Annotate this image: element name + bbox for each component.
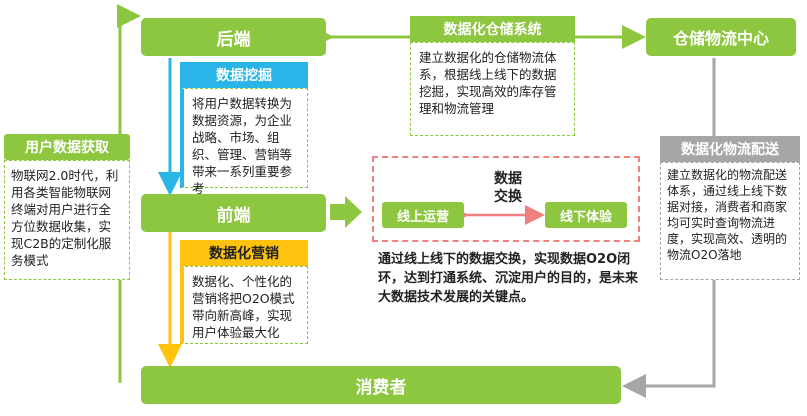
storage-system-text: 建立数据化的仓储物流体系，根据线上线下的数据挖掘，实现高效的库存管理和物流管理	[419, 50, 557, 116]
data-mining-title: 数据挖掘	[216, 68, 272, 84]
backend-label: 后端	[216, 29, 251, 50]
logistics-title: 数据化物流配送	[681, 142, 779, 158]
data-mining-box: 将用户数据转换为数据资源，为企业战略、市场、组织、管理、营销等带来一系列重要参考	[180, 88, 308, 196]
user-data-box: 物联网2.0时代，利用各类智能物联网终端对用户进行全方位数据收集，实现C2B的定…	[4, 160, 130, 280]
marketing-text: 数据化、个性化的营销将把O2O模式带向新高峰，实现用户体验最大化	[192, 274, 295, 340]
storage-system-box: 建立数据化的仓储物流体系，根据线上线下的数据挖掘，实现高效的库存管理和物流管理	[410, 42, 575, 136]
frontend-o2o-arrow	[330, 196, 362, 228]
logistics-header: 数据化物流配送	[660, 136, 800, 162]
frontend-bar: 前端	[141, 194, 326, 232]
o2o-summary: 通过线上线下的数据交换，实现数据O2O闭环，达到打通系统、沉淀用户的目的，是未来…	[378, 252, 639, 305]
user-data-title: 用户数据获取	[25, 140, 109, 156]
online-ops-label: 线上运营	[396, 209, 449, 225]
marketing-title: 数据化营销	[209, 246, 279, 262]
online-ops-bar: 线上运营	[382, 202, 464, 228]
logistics-box: 建立数据化的物流配送体系，通过线上线下数据对接，消费者和商家均可实时查询物流进度…	[660, 162, 800, 280]
warehouse-label: 仓储物流中心	[672, 29, 769, 48]
warehouse-bar: 仓储物流中心	[646, 18, 796, 56]
consumer-bar: 消费者	[141, 366, 621, 404]
storage-system-title: 数据化仓储系统	[443, 22, 542, 38]
data-mining-text: 将用户数据转换为数据资源，为企业战略、市场、组织、管理、营销等带来一系列重要参考	[192, 96, 293, 196]
data-mining-header: 数据挖掘	[180, 62, 308, 88]
backend-bar: 后端	[141, 18, 326, 56]
user-data-text: 物联网2.0时代，利用各类智能物联网终端对用户进行全方位数据收集，实现C2B的定…	[11, 168, 119, 268]
o2o-box	[372, 156, 640, 242]
consumer-label: 消费者	[355, 377, 407, 398]
frontend-label: 前端	[216, 205, 251, 226]
storage-system-header: 数据化仓储系统	[410, 16, 575, 42]
marketing-header: 数据化营销	[180, 240, 308, 266]
logistics-text: 建立数据化的物流配送体系，通过线上线下数据对接，消费者和商家均可实时查询物流进度…	[667, 168, 788, 262]
offline-exp-label: 线下体验	[559, 209, 612, 225]
marketing-box: 数据化、个性化的营销将把O2O模式带向新高峰，实现用户体验最大化	[180, 266, 308, 344]
user-data-header: 用户数据获取	[4, 134, 130, 160]
exchange-label: 数据交换	[494, 171, 522, 205]
offline-exp-bar: 线下体验	[545, 202, 627, 228]
